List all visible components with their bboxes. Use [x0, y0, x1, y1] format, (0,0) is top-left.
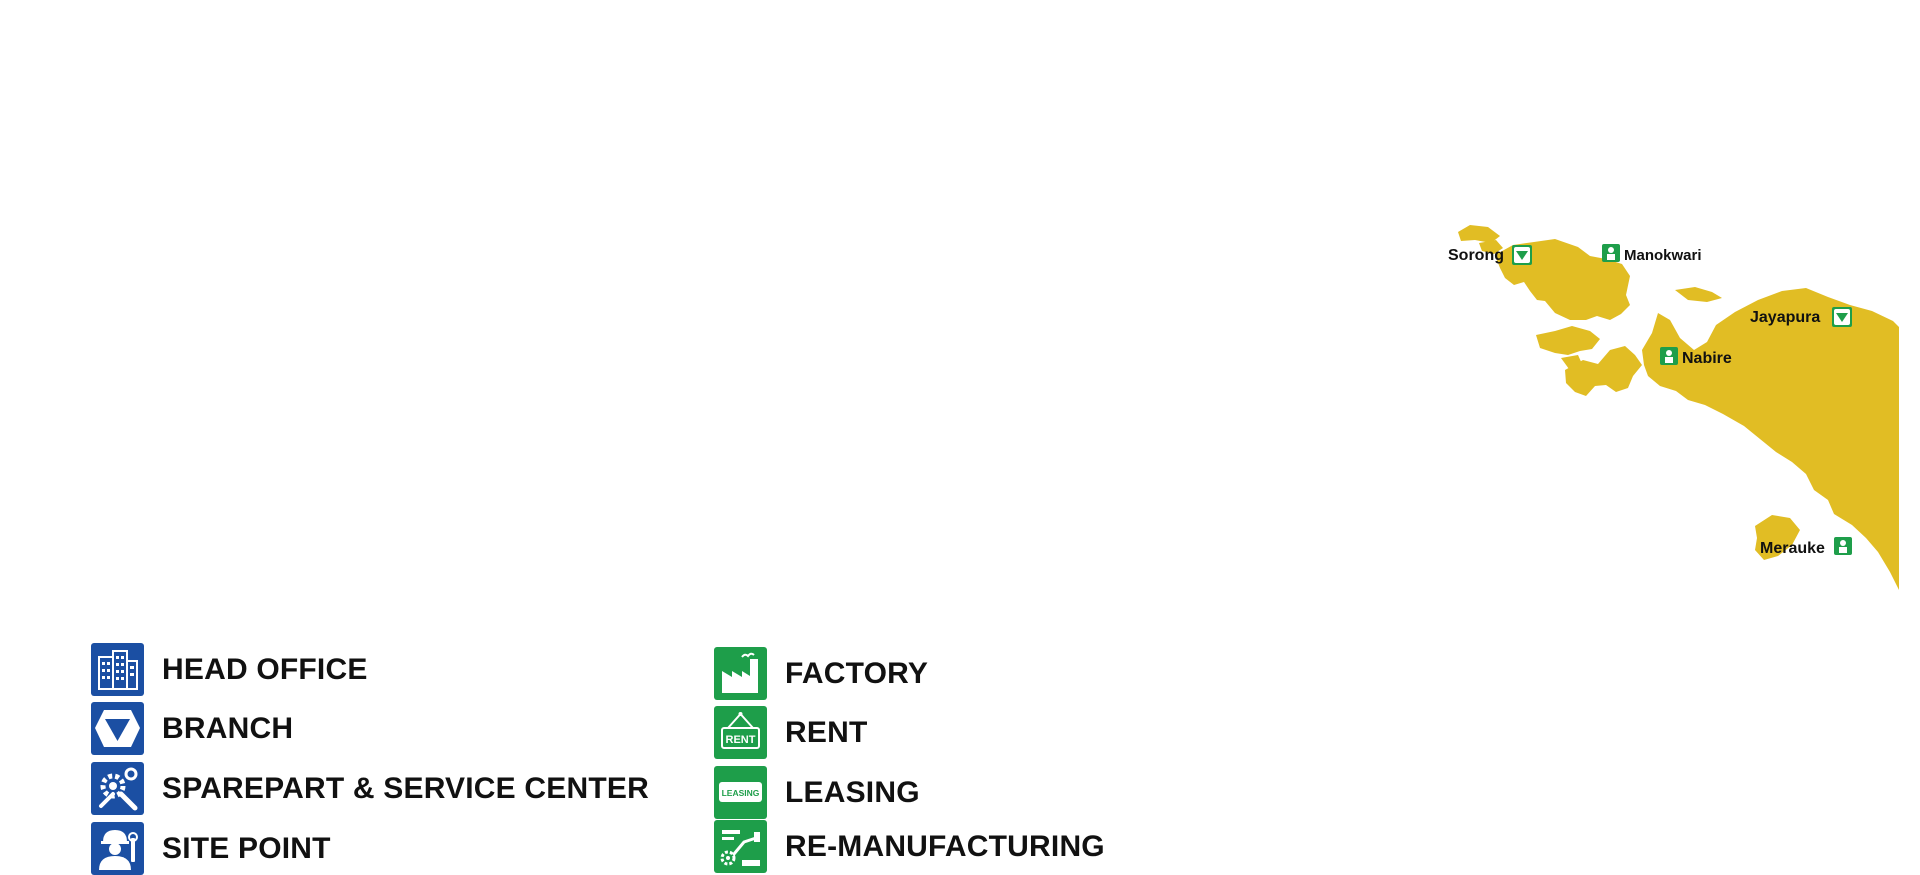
map-marker-jayapura[interactable]: Jayapura	[1750, 307, 1852, 327]
site-point-icon	[91, 822, 144, 875]
factory-icon	[714, 647, 767, 700]
legend-label: BRANCH	[162, 711, 294, 745]
land-mass	[1458, 225, 1899, 590]
island-north	[1458, 225, 1500, 243]
legend-item-leasing: LEASING LEASING	[714, 766, 920, 819]
mainland	[1642, 288, 1899, 590]
legend-label: SITE POINT	[162, 831, 331, 865]
island-north-2	[1479, 240, 1503, 254]
yapen-island	[1675, 287, 1722, 302]
re-manufacturing-icon	[714, 820, 767, 873]
map-marker-manokwari[interactable]: Manokwari	[1602, 244, 1702, 264]
leasing-icon-text: LEASING	[722, 788, 760, 798]
legend-item-rent: RENT RENT	[714, 706, 867, 759]
leasing-icon: LEASING	[714, 766, 767, 819]
legend-item-sparepart: SPAREPART & SERVICE CENTER	[91, 762, 649, 815]
map-marker-merauke[interactable]: Merauke	[1760, 537, 1852, 557]
legend-label: LEASING	[785, 775, 920, 809]
map-marker-sorong[interactable]: Sorong	[1448, 245, 1532, 265]
legend-label: RE-MANUFACTURING	[785, 829, 1105, 863]
dolak-island	[1755, 515, 1800, 560]
legend-item-head-office: HEAD OFFICE	[91, 643, 368, 696]
legend-item-re-manufacturing: RE-MANUFACTURING	[714, 820, 1105, 873]
city-label: Nabire	[1682, 350, 1732, 367]
head-office-icon	[91, 643, 144, 696]
rent-icon: RENT	[714, 706, 767, 759]
legend-item-site-point: SITE POINT	[91, 822, 331, 875]
city-label: Jayapura	[1750, 309, 1820, 326]
legend-item-factory: FACTORY	[714, 647, 928, 700]
city-label: Sorong	[1448, 247, 1504, 264]
sparepart-service-icon	[91, 762, 144, 815]
legend-label: SPAREPART & SERVICE CENTER	[162, 771, 649, 805]
island-middle	[1536, 326, 1600, 355]
city-label: Manokwari	[1624, 247, 1702, 264]
branch-icon	[91, 702, 144, 755]
legend-label: HEAD OFFICE	[162, 652, 368, 686]
legend-label: RENT	[785, 715, 868, 749]
rent-icon-text: RENT	[726, 734, 756, 746]
bomberai	[1565, 346, 1642, 396]
legend-label: FACTORY	[785, 656, 929, 690]
city-label: Merauke	[1760, 540, 1825, 557]
legend-item-branch: BRANCH	[91, 702, 293, 755]
map-marker-nabire[interactable]: Nabire	[1660, 347, 1732, 367]
